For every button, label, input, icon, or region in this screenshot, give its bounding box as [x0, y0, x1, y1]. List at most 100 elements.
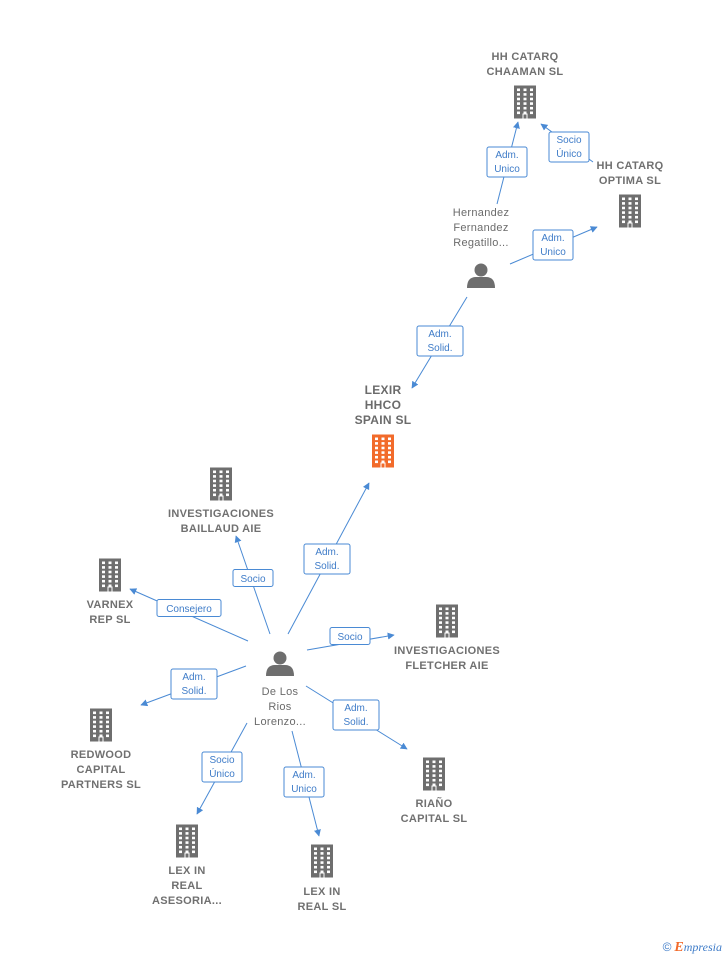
node-label: LEX IN — [303, 886, 340, 898]
node-label: REAL — [171, 880, 202, 892]
building-icon — [99, 558, 121, 592]
relation-label-text: Adm. — [182, 672, 205, 683]
node-label: Lorenzo... — [254, 716, 306, 728]
person-node-delosrios[interactable]: De LosRiosLorenzo... — [254, 651, 306, 729]
relation-label-box — [532, 229, 574, 261]
building-icon — [619, 194, 641, 228]
relation-label-text: Adm. — [428, 329, 451, 340]
node-label: VARNEX — [87, 599, 134, 611]
person-node-hernandez[interactable]: HernandezFernandezRegatillo... — [453, 207, 510, 288]
person-icon — [266, 651, 294, 676]
relation-label-text: Socio — [240, 574, 265, 585]
relation-label-box — [201, 751, 243, 783]
node-label: REDWOOD — [71, 749, 132, 761]
relation-label[interactable]: Adm. Unico — [532, 229, 574, 261]
relation-label[interactable]: Socio — [232, 569, 274, 587]
relation-label[interactable]: Adm. Solid. — [170, 668, 218, 700]
node-label: ASESORIA... — [152, 895, 222, 907]
relation-label-box — [416, 325, 464, 357]
node-label: Rios — [268, 701, 291, 713]
node-label: FLETCHER AIE — [405, 660, 488, 672]
relation-label-box — [232, 569, 274, 587]
node-label: PARTNERS SL — [61, 779, 141, 791]
node-label: SPAIN SL — [355, 413, 412, 427]
node-label: INVESTIGACIONES — [168, 508, 274, 520]
relation-label[interactable]: Adm. Solid. — [303, 543, 351, 575]
node-label: REP SL — [89, 614, 130, 626]
relation-label-text: Adm. — [344, 703, 367, 714]
company-node-redwood[interactable]: REDWOOD CAPITAL PARTNERS SL — [61, 708, 141, 792]
company-node-hh_optima[interactable]: HH CATARQ OPTIMA SL — [596, 160, 663, 228]
relation-label-text: Solid. — [314, 561, 339, 572]
relation-label-text: Único — [556, 147, 582, 160]
person-icon — [467, 263, 495, 288]
company-node-varnex[interactable]: VARNEX REP SL — [87, 558, 134, 627]
node-label: OPTIMA SL — [599, 175, 661, 187]
company-node-lexin_asesoria[interactable]: LEX INREALASESORIA... — [152, 824, 222, 908]
node-label: CAPITAL SL — [401, 813, 468, 825]
relation-label-text: Adm. — [292, 770, 315, 781]
relation-label-box — [170, 668, 218, 700]
relation-label-box — [303, 543, 351, 575]
company-node-hh_chaaman[interactable]: HH CATARQ CHAAMAN SL — [487, 51, 564, 119]
relation-label[interactable]: Adm. Unico — [486, 146, 528, 178]
building-icon — [210, 467, 232, 501]
edge-labels-layer: Adm.UnicoSocioÚnicoAdm.UnicoAdm.Solid.Ad… — [156, 131, 590, 798]
building-icon — [176, 824, 198, 858]
building-icon — [436, 604, 458, 638]
brand-name: mpresia — [683, 940, 722, 954]
building-icon — [514, 85, 536, 119]
relation-label-text: Solid. — [343, 717, 368, 728]
node-label: Regatillo... — [453, 237, 509, 249]
node-label: CHAAMAN SL — [487, 66, 564, 78]
relation-label-text: Socio — [209, 755, 234, 766]
node-label: LEXIR — [365, 383, 402, 397]
company-node-riano[interactable]: RIAÑO CAPITAL SL — [401, 757, 468, 826]
node-label: Hernandez — [453, 207, 510, 219]
relation-label-box — [283, 766, 325, 798]
brand-footer[interactable]: ©Empresia — [663, 940, 722, 956]
relation-label-text: Unico — [540, 247, 566, 258]
relation-label-text: Socio — [556, 135, 581, 146]
relation-label-box — [332, 699, 380, 731]
building-icon — [372, 434, 394, 468]
relation-label-box — [156, 599, 222, 617]
node-label: HHCO — [365, 398, 402, 412]
relation-label-text: Solid. — [427, 343, 452, 354]
company-node-lexin_real[interactable]: LEX IN REAL SL — [298, 844, 347, 914]
relation-label[interactable]: Socio — [329, 627, 371, 645]
relation-label[interactable]: Adm. Solid. — [332, 699, 380, 731]
relation-label[interactable]: Consejero — [156, 599, 222, 617]
relation-label-box — [329, 627, 371, 645]
relation-label-text: Adm. — [541, 233, 564, 244]
relation-label-text: Unico — [291, 784, 317, 795]
node-label: De Los — [262, 686, 299, 698]
copyright-icon: © — [662, 940, 672, 954]
node-label: REAL SL — [298, 901, 347, 913]
relation-label[interactable]: Adm. Solid. — [416, 325, 464, 357]
building-icon — [311, 844, 333, 878]
relation-label-text: Adm. — [495, 150, 518, 161]
building-icon — [90, 708, 112, 742]
node-label: HH CATARQ — [596, 160, 663, 172]
brand-logo-initial: E — [674, 940, 684, 955]
relation-label-text: Socio — [337, 632, 362, 643]
relation-label-text: Solid. — [181, 686, 206, 697]
relation-label-text: Unico — [494, 164, 520, 175]
node-label: RIAÑO — [416, 797, 453, 810]
relation-label-text: Adm. — [315, 547, 338, 558]
relation-label-box — [548, 131, 590, 163]
relation-label-text: Único — [209, 767, 235, 780]
node-label: CAPITAL — [77, 764, 126, 776]
relation-label-text: Consejero — [166, 604, 212, 615]
node-label: Fernandez — [453, 222, 508, 234]
relation-label[interactable]: Adm. Unico — [283, 766, 325, 798]
node-label: HH CATARQ — [491, 51, 558, 63]
